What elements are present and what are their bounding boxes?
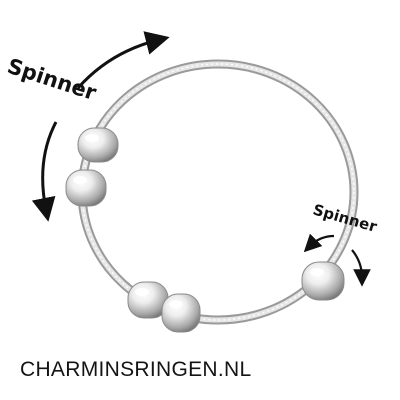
- spinner-bead: [301, 261, 345, 301]
- spinner-bead: [77, 127, 119, 163]
- rotation-arrow-bottom-left: [31, 121, 58, 222]
- spinner-bead: [161, 293, 201, 333]
- rotation-arrow-right-down: [351, 249, 371, 287]
- brand-watermark: CHARMINSRINGEN.NL: [20, 358, 252, 381]
- rotation-arrow-top-left: [76, 31, 170, 89]
- spinner-label-left: Spinner: [4, 54, 99, 105]
- rotation-arrow-right-left: [303, 233, 335, 253]
- spinner-bead: [65, 169, 107, 207]
